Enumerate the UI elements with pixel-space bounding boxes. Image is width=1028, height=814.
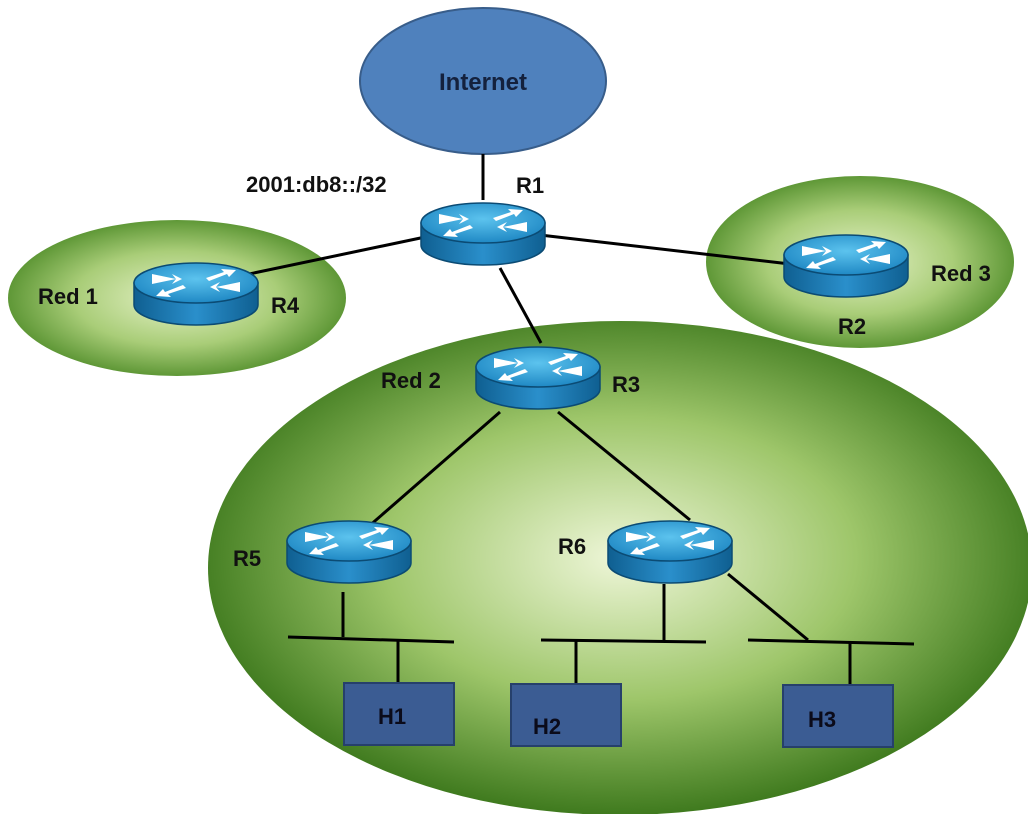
lan3-bus bbox=[747, 638, 915, 646]
host-h1-label: H1 bbox=[378, 704, 406, 729]
link-r1-r2 bbox=[539, 233, 791, 266]
prefix-label: 2001:db8::/32 bbox=[246, 172, 387, 197]
host-h2 bbox=[510, 683, 622, 747]
router-r6-label: R6 bbox=[558, 534, 586, 559]
internet-label: Internet bbox=[439, 69, 527, 96]
host-h3-label: H3 bbox=[808, 707, 836, 732]
router-r2-icon bbox=[783, 234, 909, 298]
network-red2-label: Red 2 bbox=[381, 368, 441, 393]
network-red1-label: Red 1 bbox=[38, 284, 98, 309]
lan2-bus bbox=[540, 638, 707, 644]
link-r6-lan3 bbox=[727, 572, 809, 642]
link-r3-r6 bbox=[557, 410, 691, 522]
router-r1-icon bbox=[420, 202, 546, 266]
network-red3-label: Red 3 bbox=[931, 261, 991, 286]
router-r4-label: R4 bbox=[271, 293, 300, 318]
router-r3-icon bbox=[475, 346, 601, 410]
lan1-bus bbox=[287, 635, 455, 644]
router-r5-label: R5 bbox=[233, 546, 261, 571]
router-r4-icon bbox=[133, 262, 259, 326]
router-r3-label: R3 bbox=[612, 372, 640, 397]
link-r1-r3 bbox=[498, 267, 543, 344]
host-h2-label: H2 bbox=[533, 714, 561, 739]
router-r6-icon bbox=[607, 520, 733, 584]
router-r5-icon bbox=[286, 520, 412, 584]
link-r1-r4 bbox=[229, 234, 431, 280]
link-r3-r5 bbox=[367, 410, 501, 529]
host-h3 bbox=[782, 684, 894, 748]
host-h1 bbox=[343, 682, 455, 746]
router-r1-label: R1 bbox=[516, 173, 544, 198]
router-r2-label: R2 bbox=[838, 314, 866, 339]
